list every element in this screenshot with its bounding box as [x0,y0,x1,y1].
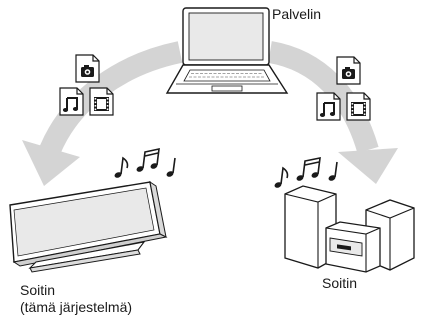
video-file-icon [89,87,114,116]
photo-file-icon [336,56,361,85]
player-left-sublabel: (tämä järjestelmä) [20,299,133,315]
player-left-label: Soitin [20,282,56,298]
mini-stereo-system-icon [284,185,415,273]
arrow-server-to-right-player [267,41,398,184]
music-file-icon [316,92,341,121]
laptop-icon [165,7,289,94]
photo-file-icon [75,54,100,83]
server-label: Palvelin [272,6,322,22]
music-file-icon [59,87,84,116]
music-notes-icon [274,156,338,188]
video-file-icon [346,92,371,121]
arrow-server-to-left-player [22,41,183,186]
flat-speaker-icon [9,180,168,273]
music-notes-icon [114,147,176,178]
player-right-label: Soitin [322,275,358,291]
